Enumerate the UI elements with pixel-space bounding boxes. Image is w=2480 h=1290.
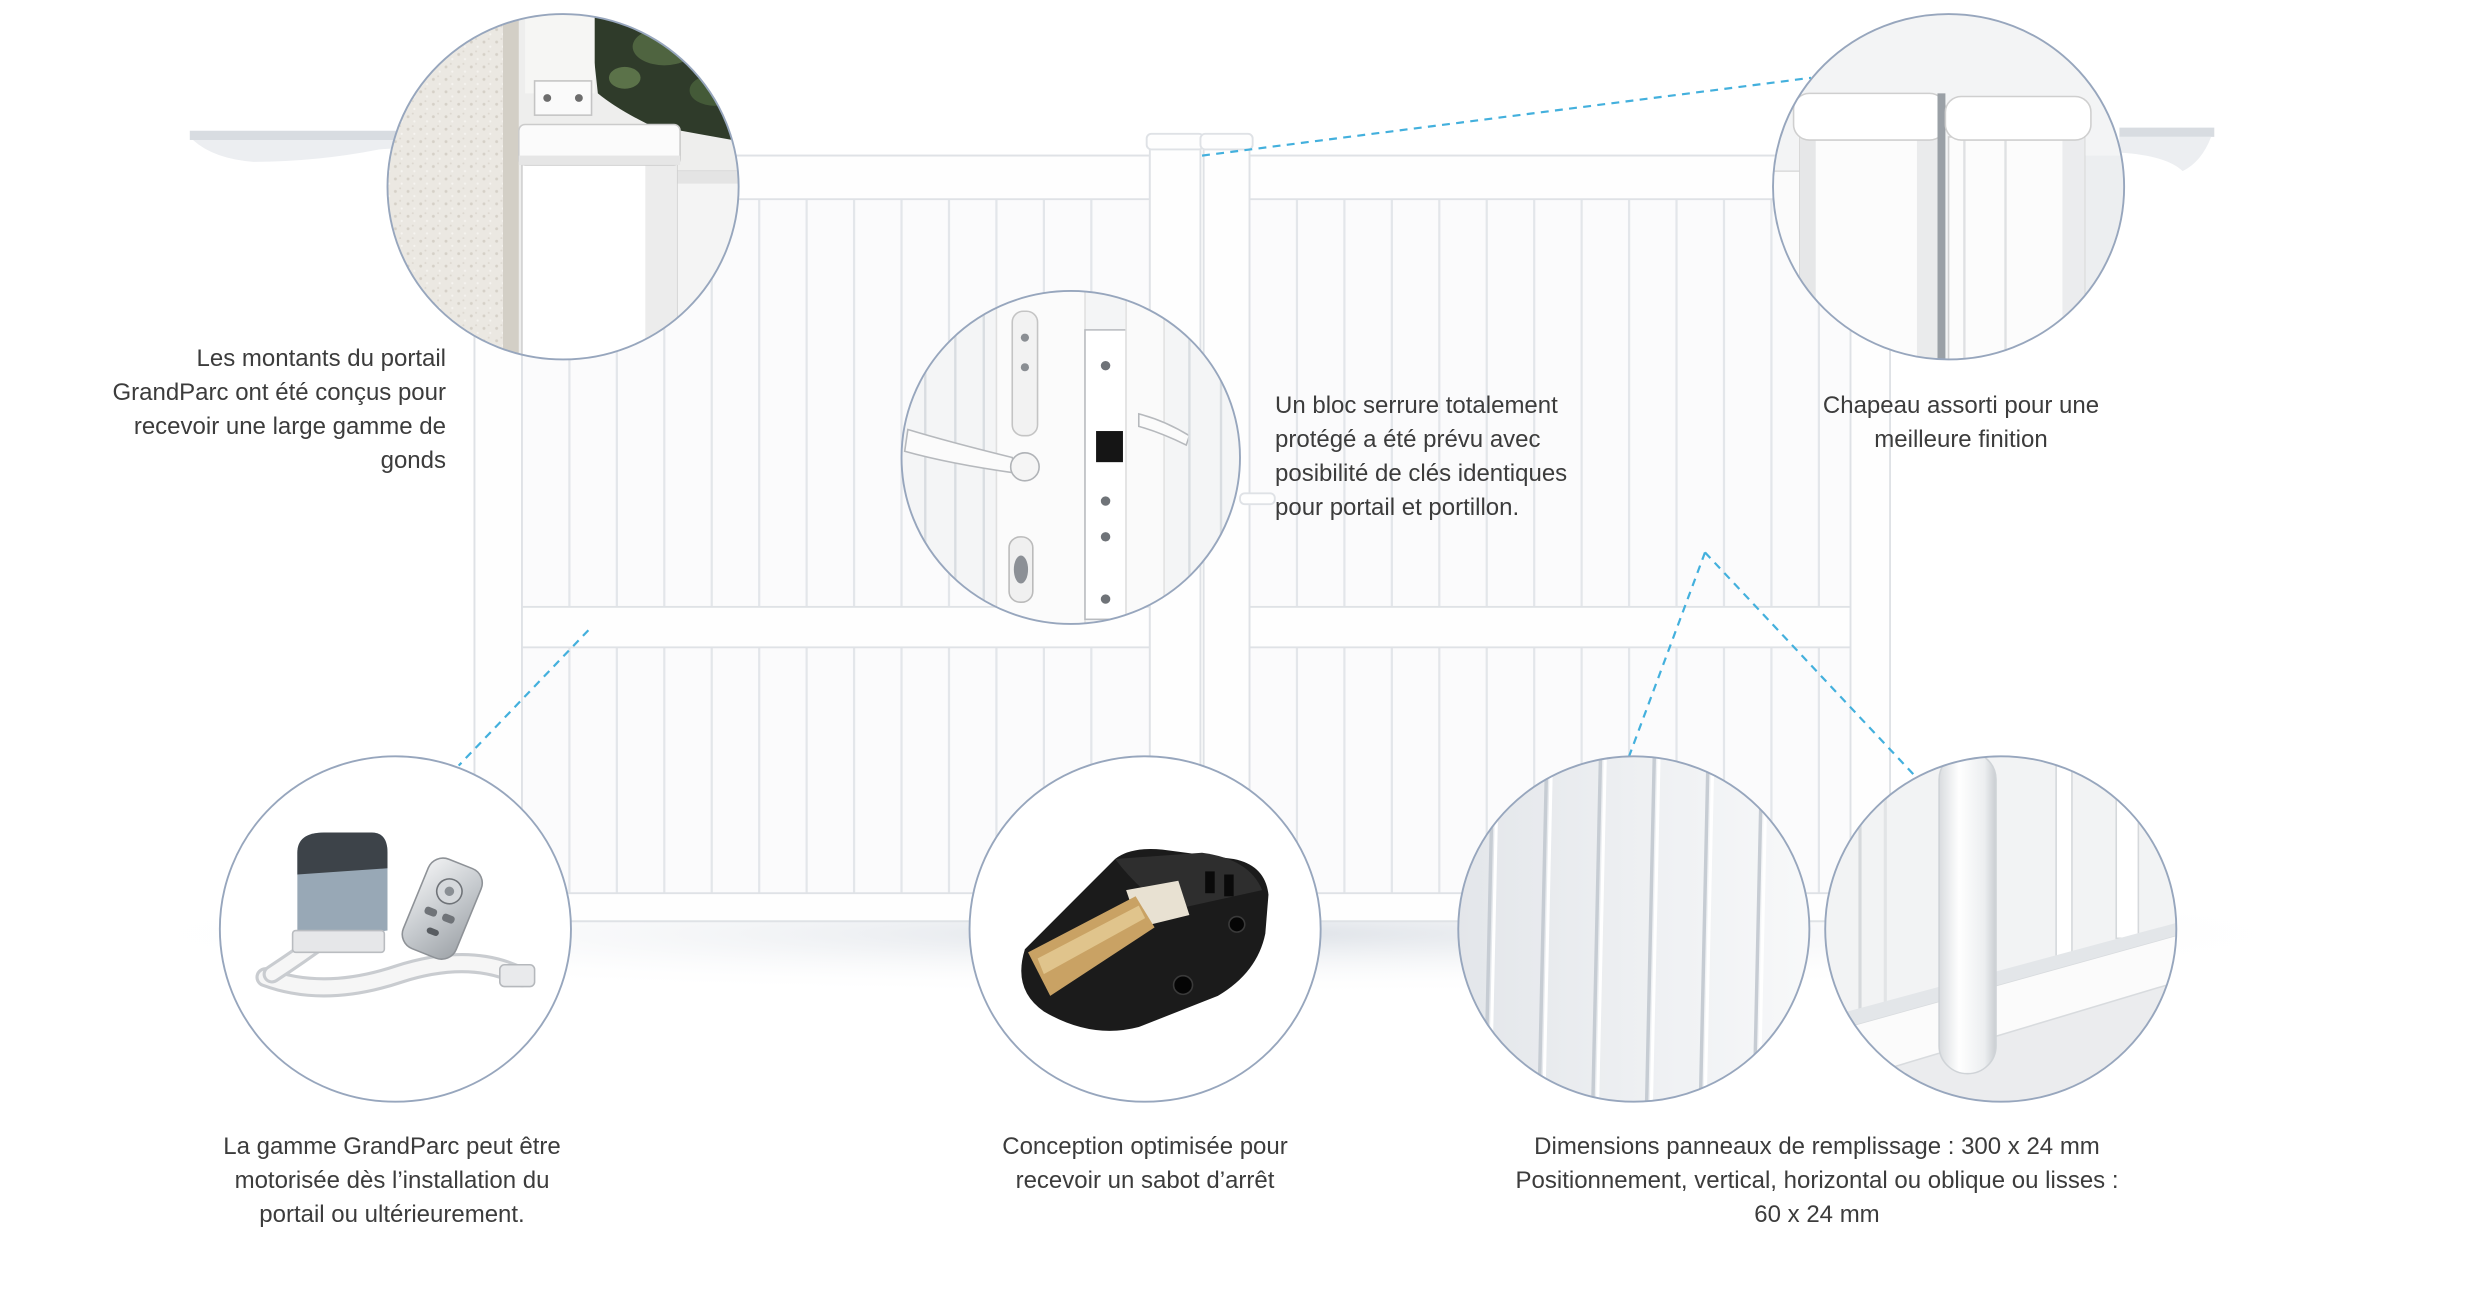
callout-line: recevoir une large gamme de xyxy=(133,413,446,440)
detail-circle-border xyxy=(1457,755,1811,1103)
detail-circle-border xyxy=(1824,755,2178,1103)
profile-pillar xyxy=(1938,756,1997,1075)
panel-left-bottom xyxy=(568,647,1093,894)
callout-line: Les montants du portail xyxy=(196,345,446,372)
wall-coping-right xyxy=(2119,127,2215,172)
callout-line: Dimensions panneaux de remplissage : 300… xyxy=(1534,1133,2100,1160)
arm-bracket xyxy=(499,963,536,988)
center-post-left-cap xyxy=(1145,132,1205,151)
callout-line: Un bloc serrure totalement xyxy=(1275,392,1558,419)
leader-line-motor xyxy=(457,629,590,767)
post-cap-left xyxy=(1792,92,1947,141)
detail-circle-border xyxy=(900,290,1241,625)
panel-groove xyxy=(1698,756,1710,1102)
detail-profile xyxy=(1824,755,2178,1103)
panel-groove xyxy=(1752,756,1764,1102)
detail-panel-grooves xyxy=(1457,755,1811,1103)
panel-groove xyxy=(1537,756,1549,1102)
post-cap-right xyxy=(1944,95,2092,141)
detail-circle-border xyxy=(1772,13,2126,361)
callout-hinges: Les montants du portail GrandParc ont ét… xyxy=(46,342,446,478)
hinge-bracket xyxy=(533,80,593,116)
detail-motor xyxy=(218,755,572,1103)
panel-groove-highlight xyxy=(1595,756,1607,1102)
escutcheon xyxy=(1011,310,1039,437)
panel-groove xyxy=(1644,756,1657,1102)
callout-line: Chapeau assorti pour une xyxy=(1822,392,2100,419)
key-cylinder xyxy=(1013,555,1029,584)
callout-line: La gamme GrandParc peut être xyxy=(223,1133,561,1160)
right-middle-rail xyxy=(1248,605,1891,649)
callout-cap: Chapeau assorti pour une meilleure finit… xyxy=(1761,389,2161,457)
detail-circle-border xyxy=(218,755,572,1103)
detail-circle-border xyxy=(386,13,740,361)
leader-line-cap xyxy=(1201,76,1812,157)
callout-line: meilleure finition xyxy=(1874,426,2048,453)
lock-latch xyxy=(1096,431,1123,463)
callout-lock: Un bloc serrure totalement protégé a été… xyxy=(1275,389,1695,525)
detail-post-caps xyxy=(1772,13,2126,361)
callout-panels: Dimensions panneaux de remplissage : 300… xyxy=(1417,1130,2217,1232)
callout-line: protégé a été prévu avec xyxy=(1275,426,1541,453)
lock-plate xyxy=(1084,329,1127,621)
callout-line: Conception optimisée pour xyxy=(1002,1133,1288,1160)
callout-gate-stop: Conception optimisée pour recevoir un sa… xyxy=(895,1130,1395,1198)
panel-groove xyxy=(1590,756,1603,1102)
callout-line: recevoir un sabot d’arrêt xyxy=(1015,1167,1275,1194)
detail-lock xyxy=(900,290,1241,625)
panel-groove-highlight xyxy=(1542,756,1554,1102)
callout-line: 60 x 24 mm xyxy=(1754,1201,1880,1228)
detail-gate-stop xyxy=(968,755,1322,1103)
callout-line: pour portail et portillon. xyxy=(1275,494,1520,521)
panel-right-top xyxy=(1295,199,1820,607)
panel-groove-highlight xyxy=(1649,756,1661,1102)
gate-handle xyxy=(1239,492,1276,506)
remote-control xyxy=(401,857,484,960)
callout-line: GrandParc ont été conçus pour xyxy=(112,379,446,406)
detail-circle-border xyxy=(968,755,1322,1103)
callout-line: motorisée dès l’installation du xyxy=(234,1167,550,1194)
callout-line: gonds xyxy=(380,447,446,474)
center-post-right-cap xyxy=(1199,132,1254,151)
callout-line: posibilité de clés identiques xyxy=(1275,460,1568,487)
callout-line: Positionnement, vertical, horizontal ou … xyxy=(1515,1167,2119,1194)
panel-groove-highlight xyxy=(1703,756,1715,1102)
callout-line: portail ou ultérieurement. xyxy=(259,1201,525,1228)
callout-motor: La gamme GrandParc peut être motorisée d… xyxy=(142,1130,642,1232)
leader-line-profile xyxy=(1704,551,1918,779)
